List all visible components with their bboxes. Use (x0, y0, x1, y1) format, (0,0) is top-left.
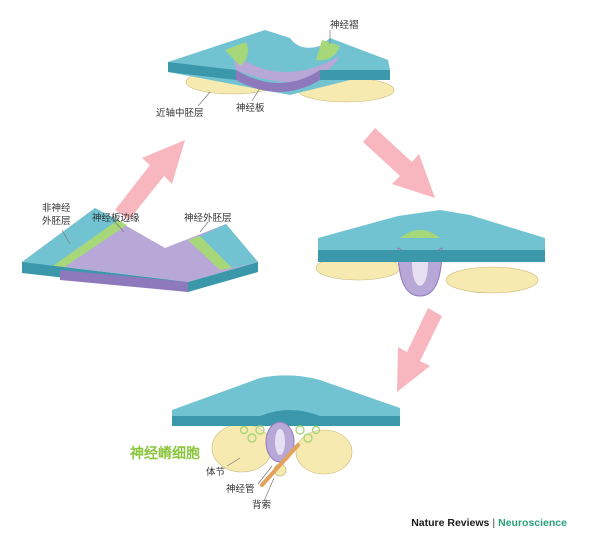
label-neural-plate-border: 神经板边缘 (92, 212, 140, 224)
label-paraxial-mesoderm: 近轴中胚层 (156, 107, 204, 119)
label-non-neural-ectoderm-2: 外胚层 (42, 215, 71, 227)
label-neural-ectoderm: 神经外胚层 (184, 212, 232, 224)
stage2-leaders (197, 30, 331, 107)
stage4-neural-tube-slab (172, 375, 400, 487)
credit-section: Neuroscience (498, 517, 567, 529)
label-neural-plate: 神经板 (236, 102, 265, 114)
label-neural-crest-cells: 神经嵴细胞 (130, 445, 200, 462)
stage1-leaders (61, 221, 209, 245)
label-neural-tube: 神经管 (226, 483, 255, 495)
label-somite: 体节 (206, 466, 225, 478)
label-notochord: 背索 (252, 499, 271, 511)
stage4-neural-crest-dots (239, 425, 321, 443)
arrow-down-left (397, 308, 442, 392)
stage1-neural-plate-slab (22, 208, 258, 292)
stage4-leaders (226, 457, 275, 502)
stage3-closing-tube-slab (315, 210, 545, 297)
label-neural-fold: 神经褶 (330, 19, 359, 31)
arrow-up-left (115, 140, 185, 220)
credit-separator: | (492, 517, 496, 529)
journal-credit: Nature Reviews|Neuroscience (411, 517, 567, 529)
arrow-right-down (363, 128, 435, 198)
label-non-neural-ectoderm-1: 非神经 (42, 202, 71, 214)
stage2-neural-fold-slab (168, 30, 395, 103)
credit-journal: Nature Reviews (411, 517, 490, 529)
